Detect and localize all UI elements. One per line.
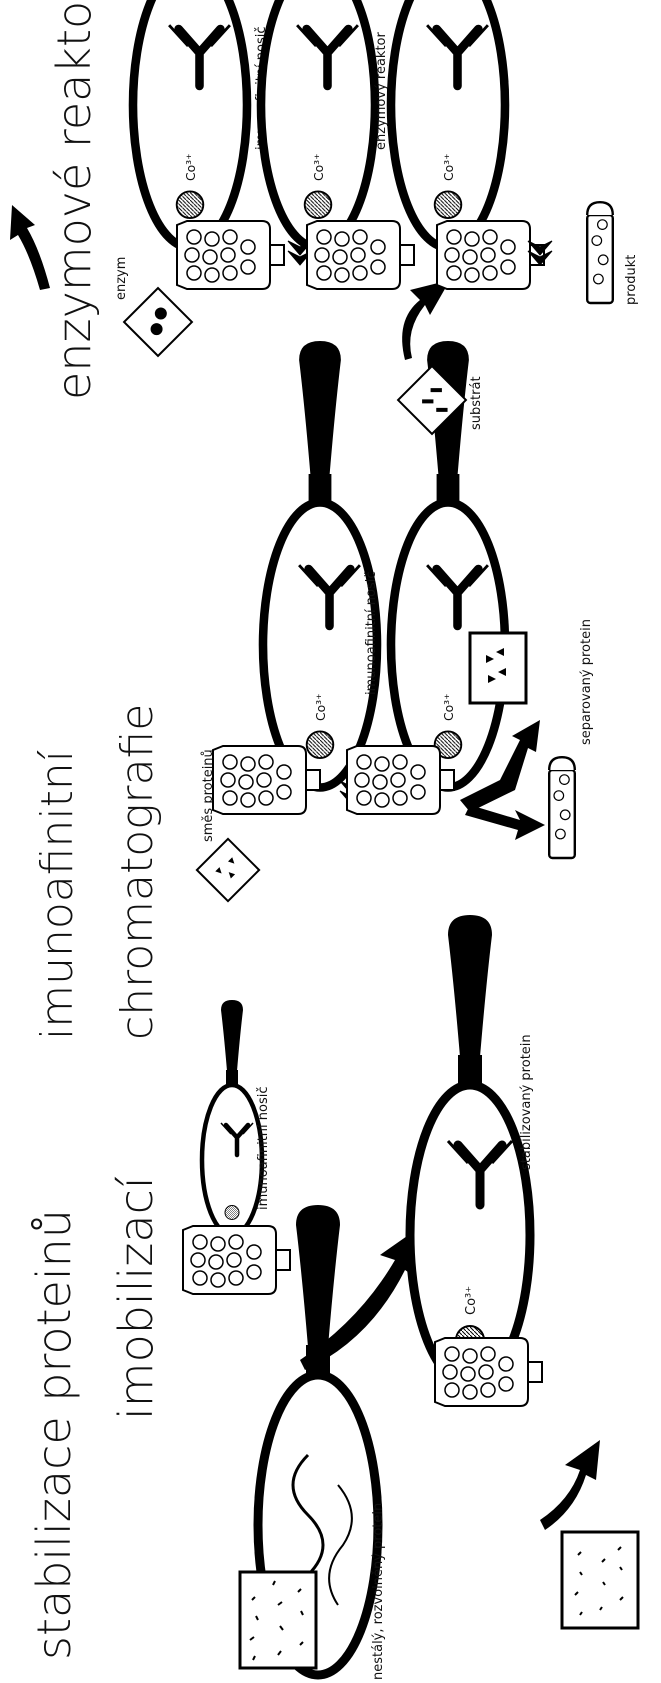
section-reactors: enzymové reaktory enzym Co³⁺ imunoafinit… [10,0,639,436]
label-carrier-stab: imunoafinitní nosič [256,1086,271,1210]
title-chromatography-line2: chromatografie [112,704,163,1040]
bead-bottle-chrom-2 [346,745,455,815]
section-chromatography: imunoafinitní chromatografie směs protei… [32,341,594,1040]
mixture-beaker [195,837,261,903]
reactor-pan-2: Co³⁺ [261,0,375,247]
arrow-chrom-split-down [465,805,545,840]
title-stabilization-line1: stabilizace proteinů [27,1209,81,1660]
bead-bottle-stab [434,1337,543,1407]
reactor-pan-1: Co³⁺ [133,0,247,247]
arrow-substrate [402,280,450,360]
separated-beaker [468,631,528,705]
label-substrate: substrát [469,376,484,430]
label-enzyme-reactor: enzymový reaktor [374,32,389,150]
reactor-pan-3: Co³⁺ [391,0,505,247]
ion-reactor-2: Co³⁺ [312,153,326,181]
ion-stab: Co³⁺ [464,1286,479,1315]
arrow-stabilization [300,1220,430,1370]
ion-chrom-1: Co³⁺ [314,693,328,721]
bead-bottle-reactor-2 [306,220,415,290]
substrate-beaker [396,364,468,436]
title-chromatography-line1: imunoafinitní [32,750,83,1040]
tube-reactor [586,200,614,305]
bead-bottle-small [182,1225,291,1295]
arrow-top [10,205,50,290]
beaker-unstable [238,1570,318,1670]
label-unstable-protein: nestálý, rozvolněný protein [371,1503,386,1680]
ion-chrom-2: Co³⁺ [442,693,456,721]
enzyme-beaker [122,286,194,358]
arrow-to-beaker [540,1440,600,1530]
carrier-pan-small [202,1000,262,1235]
bead-bottle-reactor-1 [176,220,285,290]
beaker-stabilized [560,1530,640,1630]
label-product: produkt [624,255,639,305]
stabilized-protein-pan: Co³⁺ [410,915,530,1385]
ion-reactor-1: Co³⁺ [184,153,198,181]
chrom-pan-2: Co³⁺ [391,341,505,788]
arrow-chrom-split-up [460,720,540,812]
title-reactors: enzymové reaktory [47,0,101,400]
bead-bottle-reactor-3 [436,220,545,290]
bead-bottle-chrom-1 [212,745,321,815]
label-separated-protein: separovaný protein [579,619,594,745]
title-stabilization-line2: imobilizací [109,1176,163,1420]
label-stabilized-protein: stabilizovaný protein [519,1034,534,1170]
tube-chrom [548,756,576,860]
ion-reactor-3: Co³⁺ [442,153,456,181]
label-carrier-chrom: imunoafinitní nosič [364,571,379,695]
section-stabilization: stabilizace proteinů imobilizací imunoaf… [27,915,640,1680]
chrom-pan-1: Co³⁺ [263,341,377,788]
label-enzyme: enzym [114,257,129,300]
